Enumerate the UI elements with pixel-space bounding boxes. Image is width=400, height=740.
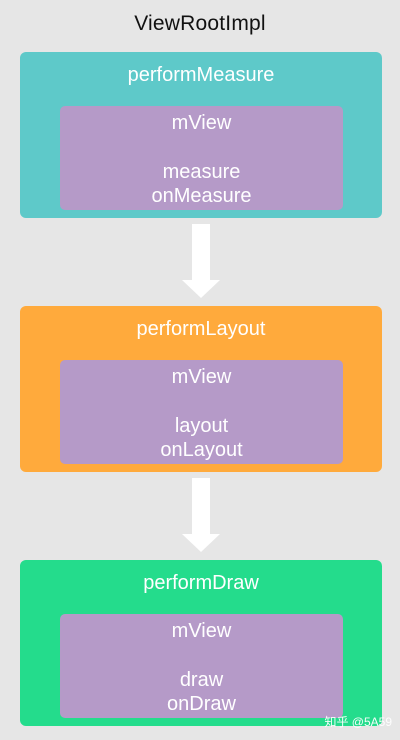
method-measure: measure [162, 161, 241, 183]
mview-box-layout: mView layout onLayout [60, 360, 343, 464]
method-on-measure: onMeasure [151, 185, 252, 207]
mview-label-layout: mView [171, 366, 232, 388]
stage-perform-draw: performDraw mView draw onDraw [20, 560, 382, 726]
down-arrow-icon [182, 478, 220, 552]
mview-label-draw: mView [171, 620, 232, 642]
down-arrow-icon [182, 224, 220, 298]
stage-title-perform-layout: performLayout [136, 318, 266, 340]
stage-perform-measure: performMeasure mView measure onMeasure [20, 52, 382, 218]
stage-title-perform-measure: performMeasure [127, 64, 275, 86]
mview-label-measure: mView [171, 112, 232, 134]
method-draw: draw [179, 669, 224, 691]
method-on-layout: onLayout [160, 439, 243, 461]
method-on-draw: onDraw [167, 693, 236, 715]
method-layout: layout [174, 415, 229, 437]
mview-box-measure: mView measure onMeasure [60, 106, 343, 210]
diagram-title: ViewRootImpl [134, 12, 266, 35]
mview-box-draw: mView draw onDraw [60, 614, 343, 718]
watermark: 知乎 @5A59 [324, 715, 392, 729]
stage-perform-layout: performLayout mView layout onLayout [20, 306, 382, 472]
stage-title-perform-draw: performDraw [143, 572, 259, 594]
